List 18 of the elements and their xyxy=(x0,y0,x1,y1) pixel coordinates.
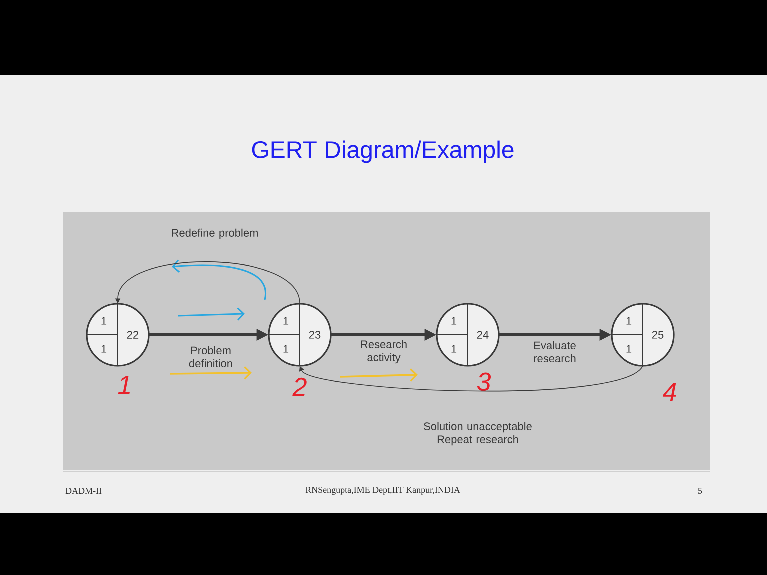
footer-text: 5 xyxy=(698,488,702,494)
footer-text: DADM-II xyxy=(66,488,102,494)
slide-title: GERT Diagram/Example xyxy=(252,140,514,164)
footer-text: RNSengupta,IME Dept,IIT Kanpur,INDIA xyxy=(306,487,460,495)
handwritten-number: 2 xyxy=(292,378,307,396)
edge-label: Research activity xyxy=(361,340,407,364)
edge-label: Solution unacceptable Repeat research xyxy=(424,422,532,446)
event-node: 1 1 22 xyxy=(86,303,150,367)
handwritten-number: 1 xyxy=(118,376,130,394)
event-node: 1 1 25 xyxy=(611,303,675,367)
arrow xyxy=(299,366,644,392)
handwritten-number: 4 xyxy=(662,383,676,401)
edge-label: Evaluate research xyxy=(534,341,576,363)
event-node: 1 1 24 xyxy=(436,303,500,367)
event-node: 1 1 23 xyxy=(268,303,332,367)
edge-label: Redefine problem xyxy=(172,228,258,240)
handwritten-number: 3 xyxy=(477,372,492,392)
edge-label: Problem definition xyxy=(189,346,232,368)
